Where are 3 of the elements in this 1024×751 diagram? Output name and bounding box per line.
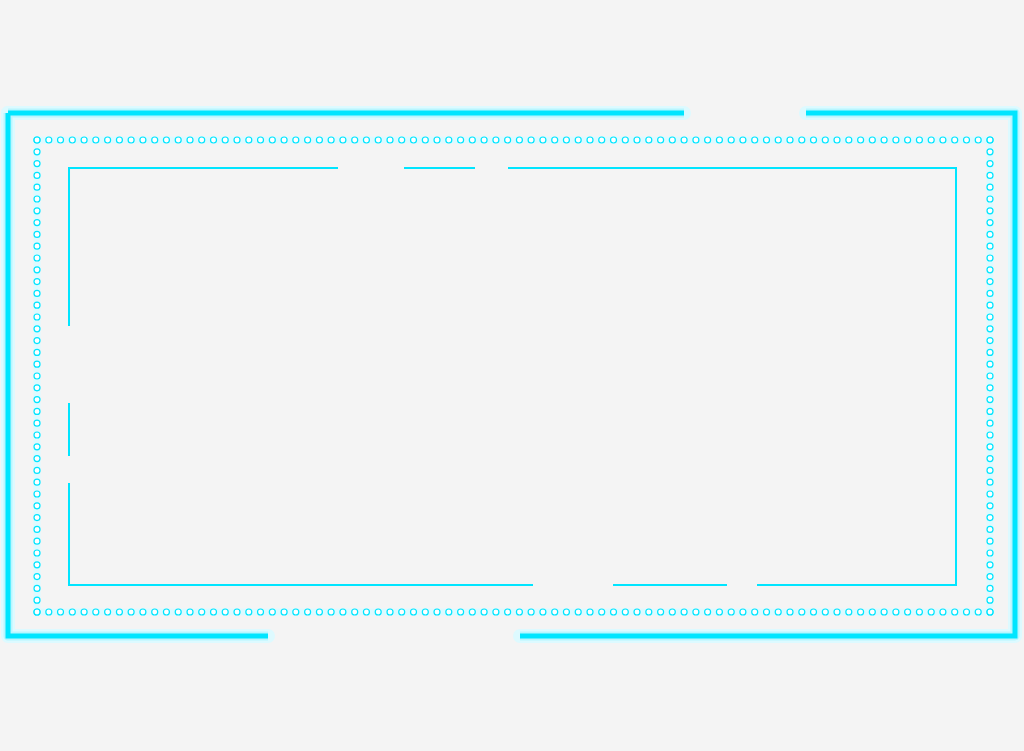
inner-frame: [68, 167, 957, 586]
dotted-frame: [33, 136, 994, 616]
neon-frame: [1, 106, 1022, 643]
